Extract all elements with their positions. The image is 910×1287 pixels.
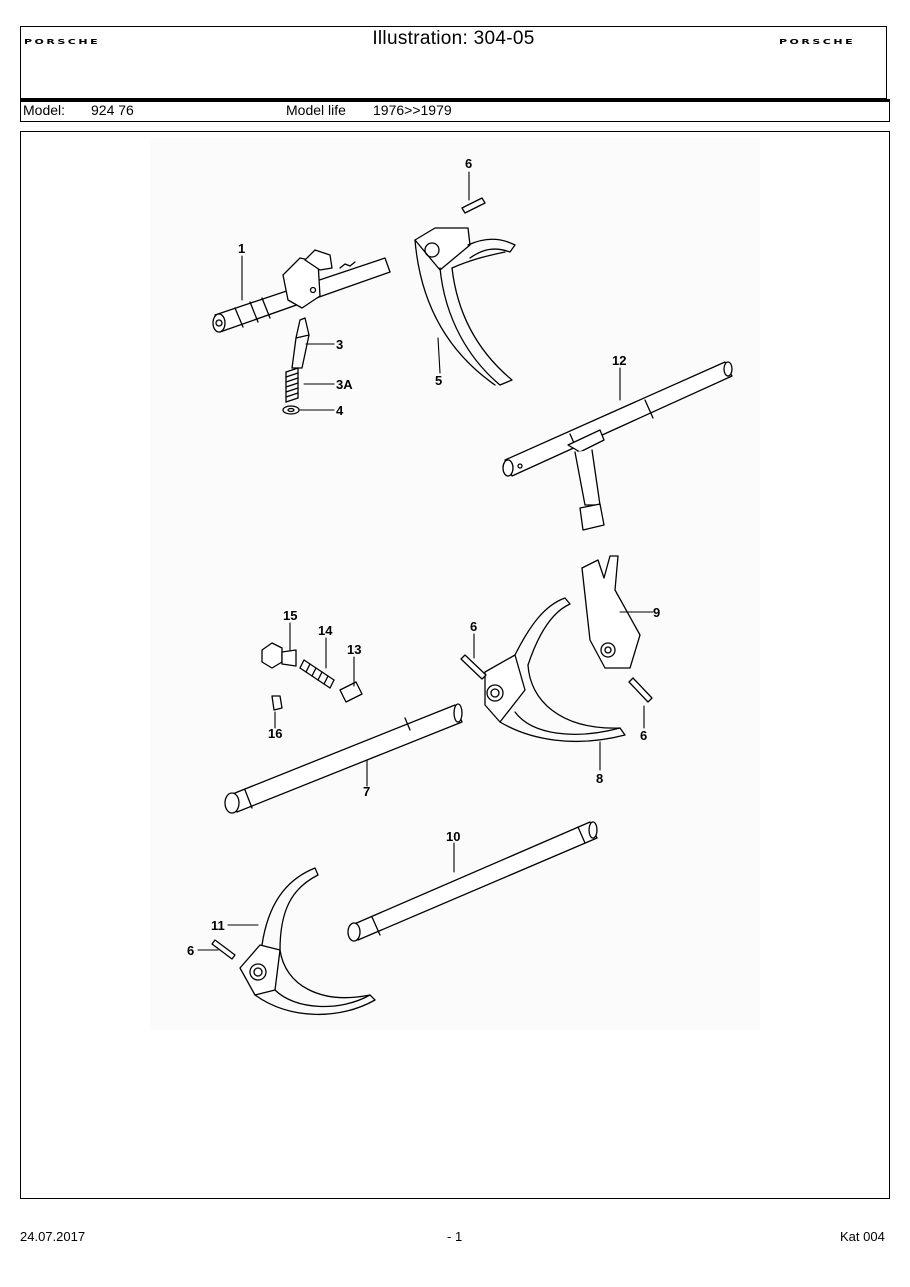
callout-12: 12 bbox=[612, 353, 626, 368]
part-3-detent-plunger bbox=[291, 317, 310, 369]
part-6-roll-pin-mid bbox=[460, 654, 487, 680]
header-box: PORSCHE Illustration: 304-05 PORSCHE bbox=[20, 26, 887, 99]
model-info-row: Model: 924 76 Model life 1976>>1979 bbox=[20, 102, 890, 122]
model-label: Model: bbox=[23, 102, 66, 118]
footer-catalog: Kat 004 bbox=[840, 1229, 885, 1244]
part-9-shift-finger bbox=[581, 555, 641, 669]
callout-6-mid: 6 bbox=[470, 619, 477, 634]
callout-6-top: 6 bbox=[465, 156, 472, 171]
callout-3: 3 bbox=[336, 337, 343, 352]
callout-5: 5 bbox=[435, 373, 442, 388]
part-10-shift-rod bbox=[347, 821, 598, 942]
page-title: Illustration: 304-05 bbox=[372, 28, 535, 49]
part-8-shift-fork bbox=[484, 597, 626, 743]
part-13-plunger bbox=[339, 681, 363, 703]
part-6-roll-pin-top bbox=[461, 197, 486, 214]
part-7-shift-rod bbox=[224, 703, 463, 814]
callout-14: 14 bbox=[318, 623, 333, 638]
part-16-pin bbox=[271, 695, 283, 711]
callout-3a: 3A bbox=[336, 377, 353, 392]
part-3a-spring bbox=[285, 367, 299, 403]
callout-7: 7 bbox=[363, 784, 370, 799]
model-life-label: Model life bbox=[286, 102, 346, 118]
footer-date: 24.07.2017 bbox=[20, 1229, 86, 1244]
part-4-washer bbox=[282, 405, 300, 415]
callout-6-right: 6 bbox=[640, 728, 647, 743]
porsche-logo-left: PORSCHE bbox=[24, 38, 101, 46]
callout-13: 13 bbox=[347, 642, 361, 657]
callout-16: 16 bbox=[268, 726, 282, 741]
footer-page-number: - 1 bbox=[447, 1229, 463, 1244]
part-15-plug-screw bbox=[261, 642, 297, 669]
header-divider bbox=[20, 99, 890, 102]
illustration-frame bbox=[20, 131, 890, 1199]
part-14-spring bbox=[299, 659, 335, 689]
part-11-shift-fork bbox=[239, 867, 376, 1016]
callout-labels: 1 3 3A 4 5 6 12 9 6 8 6 15 14 13 16 7 10… bbox=[187, 156, 660, 958]
part-12-shift-rod bbox=[502, 361, 733, 531]
model-value: 924 76 bbox=[91, 102, 134, 118]
callout-1: 1 bbox=[238, 241, 245, 256]
callout-4: 4 bbox=[336, 403, 344, 418]
callout-11: 11 bbox=[211, 918, 225, 933]
callout-6-bottom: 6 bbox=[187, 943, 194, 958]
porsche-logo-right: PORSCHE bbox=[779, 38, 856, 46]
leader-lines bbox=[197, 171, 654, 951]
part-5-shift-fork bbox=[414, 227, 516, 386]
callout-15: 15 bbox=[283, 608, 297, 623]
part-6-roll-pin-right bbox=[628, 677, 653, 703]
callout-9: 9 bbox=[653, 605, 660, 620]
callout-8: 8 bbox=[596, 771, 603, 786]
part-6-roll-pin-bottom bbox=[211, 939, 236, 960]
model-life-value: 1976>>1979 bbox=[373, 102, 452, 118]
part-1-shift-shaft bbox=[212, 249, 391, 333]
callout-10: 10 bbox=[446, 829, 460, 844]
